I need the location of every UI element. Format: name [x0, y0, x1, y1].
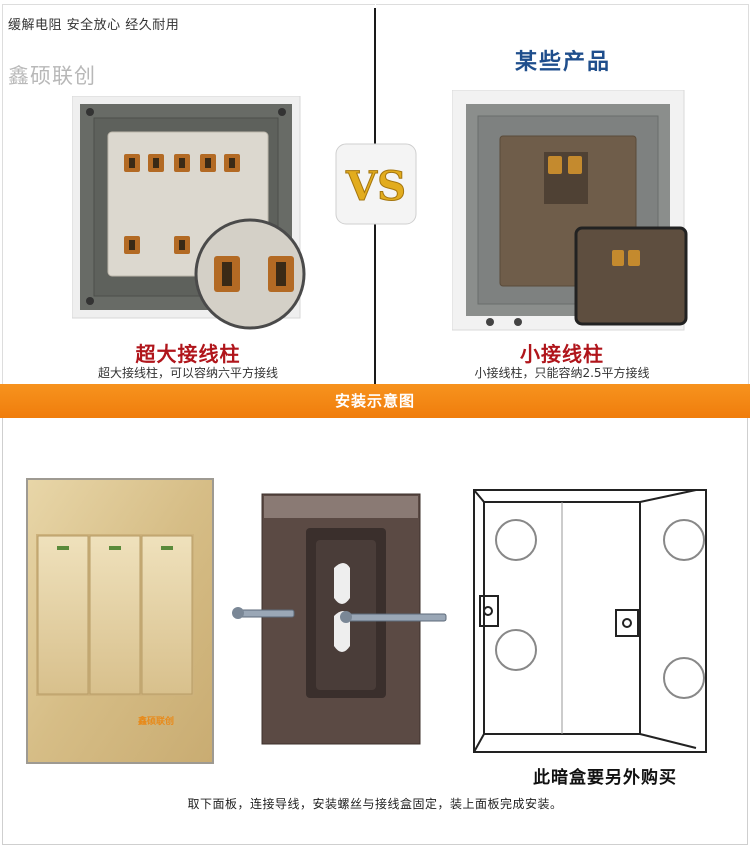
vs-badge: VS — [335, 143, 417, 225]
vs-label: VS — [345, 163, 406, 210]
brand-name: 鑫硕联创 — [8, 64, 96, 88]
banner-title: 安装示意图 — [334, 392, 415, 410]
gold-switch-panel-image: 鑫硕联创 — [26, 478, 214, 764]
mounting-box-drawing — [473, 489, 707, 753]
large-terminal-switch-image — [72, 96, 306, 330]
right-caption-subtitle: 小接线柱，只能容纳2.5平方接线 — [474, 366, 650, 380]
right-comparison-panel — [376, 4, 749, 385]
install-instructions: 取下面板，连接导线，安装螺丝与接线盒固定，装上面板完成安装。 — [187, 797, 563, 811]
small-terminal-switch-image — [452, 90, 688, 331]
installation-section — [2, 418, 748, 845]
switch-mechanism-with-screws-image — [232, 493, 447, 745]
left-caption-subtitle: 超大接线柱，可以容纳六平方接线 — [97, 366, 278, 380]
left-caption-title: 超大接线柱 — [135, 342, 241, 366]
comparison-header: 某些产品 — [514, 50, 611, 75]
box-purchase-note: 此暗盒要另外购买 — [533, 768, 677, 788]
section-banner: 安装示意图 — [0, 384, 750, 418]
tagline: 缓解电阻 安全放心 经久耐用 — [8, 18, 180, 33]
left-comparison-panel — [2, 4, 375, 385]
panel-brand-mark: 鑫硕联创 — [137, 715, 174, 727]
right-caption-title: 小接线柱 — [520, 342, 604, 366]
